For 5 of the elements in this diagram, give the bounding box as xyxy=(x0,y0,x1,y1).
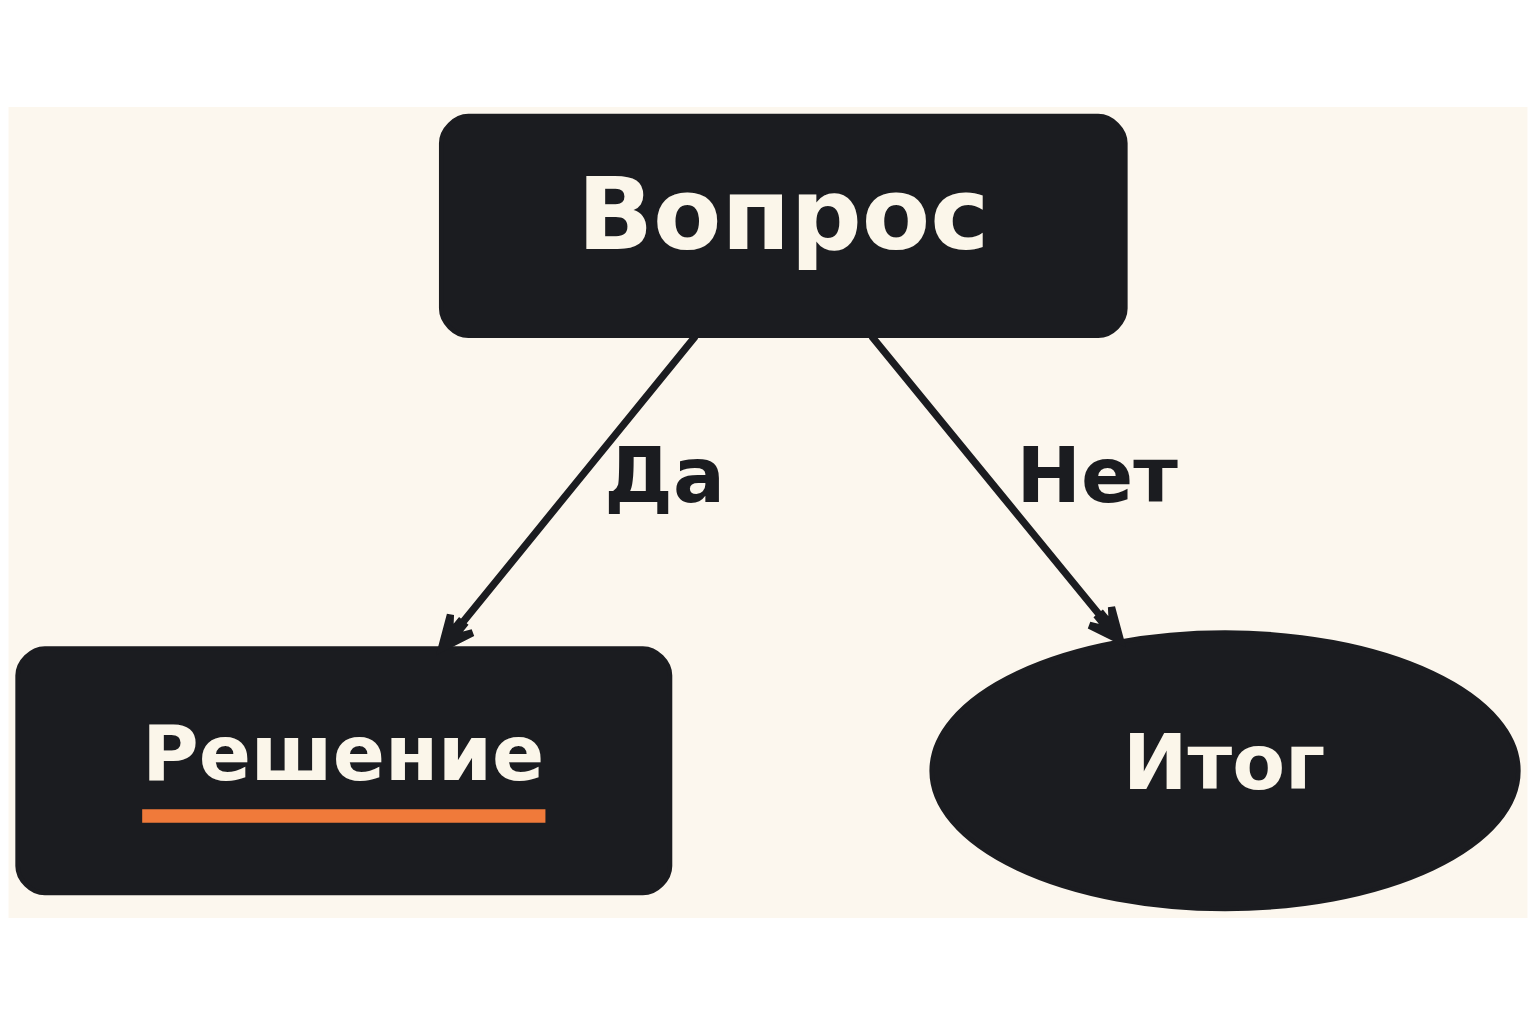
edge-label: Да xyxy=(604,430,725,520)
edge-label: Нет xyxy=(1016,430,1178,520)
node-box: Решение xyxy=(15,645,673,895)
node-box: Вопрос xyxy=(438,113,1128,338)
node-ellipse: Итог xyxy=(929,629,1521,911)
